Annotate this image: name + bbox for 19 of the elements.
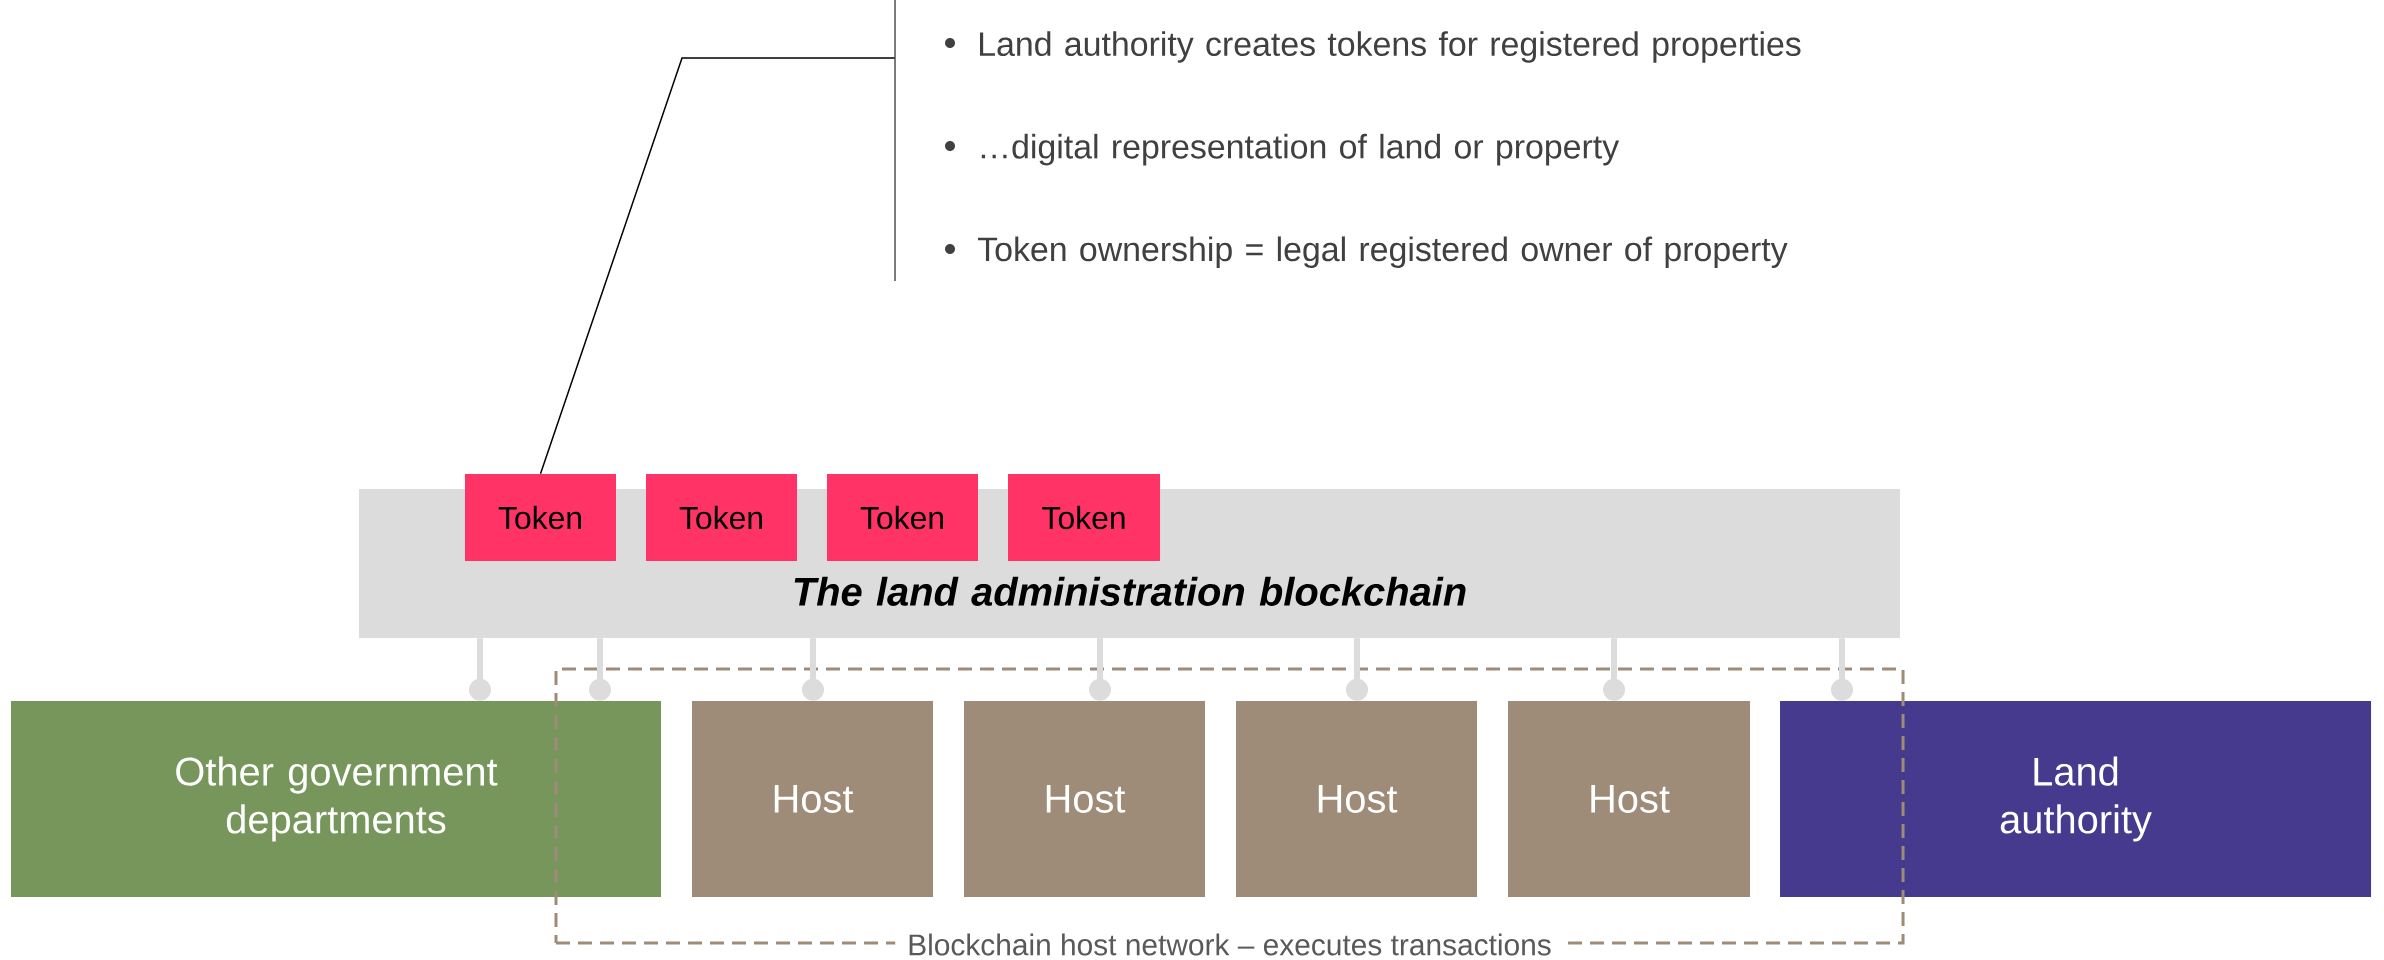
token-box: Token [827,474,978,561]
connector [1089,638,1111,701]
host-box: Host [1508,701,1750,897]
connector [1346,638,1368,701]
token-box: Token [465,474,616,561]
connector [469,638,491,701]
token-box: Token [646,474,797,561]
host-box: Host [1236,701,1477,897]
connector [1831,638,1854,701]
token-box: Token [1008,474,1160,561]
department-box: Other government departments [11,701,661,897]
connector [589,638,611,701]
host-box: Host [692,701,933,897]
leader-line [539,57,896,475]
connector [802,638,824,701]
connector [1603,638,1625,701]
host-box: Host [964,701,1205,897]
authority-box: Land authority [1780,701,2372,897]
bullet-list: Land authority creates tokens for registered properties …digital representation of land or property Token ownership = legal registered owner of property [978,31,1801,268]
